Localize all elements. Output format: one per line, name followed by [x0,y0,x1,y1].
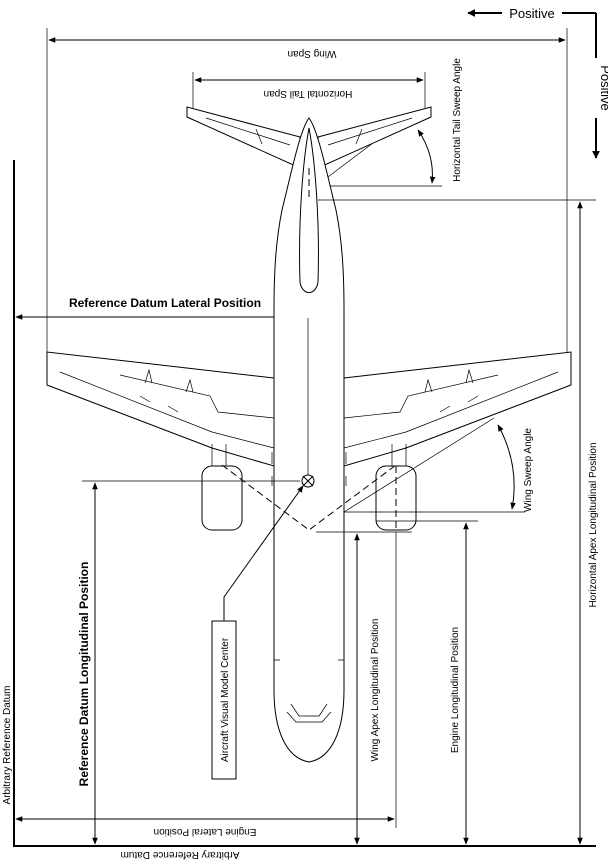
reference-datum-longitudinal-label: Reference Datum Longitudinal Position [77,562,91,787]
wing-sweep-angle-label: Wing Sweep Angle [523,428,534,512]
reference-datum-longitudinal-dimension: Reference Datum Longitudinal Position [77,480,300,845]
engine-lateral-label: Engine Lateral Position [154,826,257,837]
horizontal-apex-longitudinal-label: Horizontal Apex Longitudinal Position [588,442,599,607]
wing-sweep-angle: Wing Sweep Angle [343,417,534,513]
arbitrary-reference-datum-horizontal-label: Arbitrary Reference Datum [121,849,240,860]
wing-apex-longitudinal-label: Wing Apex Longitudinal Position [370,619,381,762]
reference-datum-lateral-label: Reference Datum Lateral Position [69,296,261,310]
positive-direction-indicator: Positive Positive [467,6,608,159]
aircraft-visual-model-center: Aircraft Visual Model Center [211,318,315,780]
left-engine [201,465,243,531]
engine-lateral-dimension: Engine Lateral Position [15,532,397,837]
fuselage [273,117,345,763]
positive-vertical-label: Positive [598,65,608,111]
engine-longitudinal-label: Engine Longitudinal Position [450,627,461,753]
arbitrary-reference-datum-axes: Arbitrary Reference Datum Arbitrary Refe… [2,160,596,860]
horizontal-tail-span-dimension: Horizontal Tail Span [192,72,426,108]
aircraft-visual-model-center-label: Aircraft Visual Model Center [220,637,231,762]
reference-datum-lateral-dimension: Reference Datum Lateral Position [15,296,307,320]
wing-span-dimension: Wing Span [46,28,568,352]
horizontal-tail-sweep-angle-label: Horizontal Tail Sweep Angle [452,58,463,182]
positive-horizontal-label: Positive [509,6,555,21]
engine-longitudinal-dimension: Engine Longitudinal Position [376,466,478,845]
horizontal-tail-span-label: Horizontal Tail Span [264,88,353,99]
arbitrary-reference-datum-vertical-label: Arbitrary Reference Datum [2,686,13,805]
wing-span-label: Wing Span [288,48,337,59]
aircraft-outline [46,106,572,763]
vertical-fin [299,127,319,293]
horizontal-apex-longitudinal-dimension: Horizontal Apex Longitudinal Position [318,199,599,845]
